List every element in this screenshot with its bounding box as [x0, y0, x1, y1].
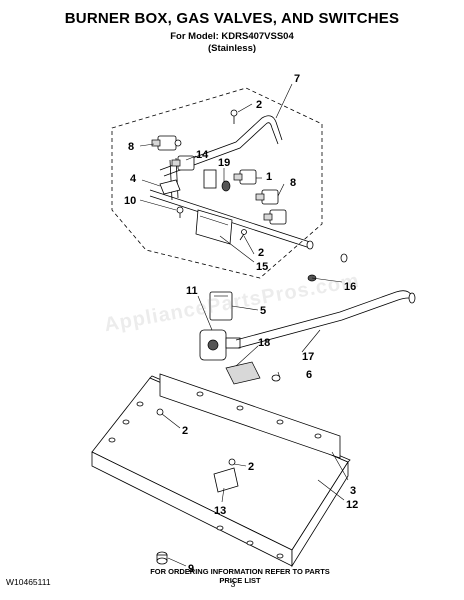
- callout-11: 11: [186, 285, 198, 297]
- gas-valve-front: [263, 209, 287, 225]
- callout-10: 10: [124, 195, 136, 207]
- gas-valve-right-lower: [255, 189, 279, 205]
- screw-top: [230, 109, 238, 124]
- finish-line: (Stainless): [207, 43, 257, 54]
- callout-14: 14: [196, 149, 209, 161]
- callout-2-top: 2: [256, 99, 262, 111]
- pressure-regulator: [199, 291, 241, 361]
- screw-10: [176, 206, 184, 218]
- switch-bracket-13: [213, 467, 239, 493]
- spark-module-15: [195, 209, 247, 245]
- callout-1: 1: [266, 171, 272, 183]
- callout-12: 12: [346, 499, 358, 511]
- gas-valve-right-upper: [233, 169, 257, 185]
- callout-18: 18: [258, 337, 270, 349]
- callout-2-tray: 2: [182, 425, 188, 437]
- page-number: 3: [230, 579, 236, 589]
- callout-5: 5: [260, 305, 266, 317]
- ordering-info: FOR ORDERING INFORMATION REFER TO PARTS …: [150, 567, 330, 585]
- callout-17: 17: [302, 351, 314, 363]
- screws-2-lower: [156, 408, 236, 466]
- model-line: For Model: KDRS407VSS04: [170, 31, 294, 42]
- valve-assembly-outline: [111, 87, 323, 279]
- plug-16: [307, 253, 348, 282]
- gas-valve-center: [171, 155, 195, 171]
- rear-panel-3: [159, 373, 341, 459]
- gas-valve-left-upper: [151, 135, 182, 151]
- heat-shield-18: [225, 361, 261, 385]
- callout-15: 15: [256, 261, 268, 273]
- callout-2-mid: 2: [258, 247, 264, 259]
- callout-16: 16: [344, 281, 356, 293]
- callout-9: 9: [188, 563, 194, 575]
- callout-2-bracket: 2: [248, 461, 254, 473]
- switch-bracket: [203, 169, 231, 192]
- foot-9: [156, 551, 168, 565]
- callout-6: 6: [306, 369, 312, 381]
- callout-7: 7: [294, 73, 300, 85]
- screw-6: [271, 374, 281, 382]
- callout-19: 19: [218, 157, 230, 169]
- callout-4: 4: [130, 173, 137, 185]
- gas-inlet-tube-17: [235, 290, 416, 349]
- valve-bracket-4: [159, 179, 181, 195]
- callout-8-right: 8: [290, 177, 296, 189]
- diagram-title: BURNER BOX, GAS VALVES, AND SWITCHES: [64, 10, 400, 27]
- callout-13: 13: [214, 505, 226, 517]
- document-number: W10465111: [6, 577, 51, 587]
- callout-8-left: 8: [128, 141, 134, 153]
- tray-vent-holes: [108, 401, 284, 559]
- callout-3: 3: [350, 485, 356, 497]
- leader-lines: [139, 83, 349, 567]
